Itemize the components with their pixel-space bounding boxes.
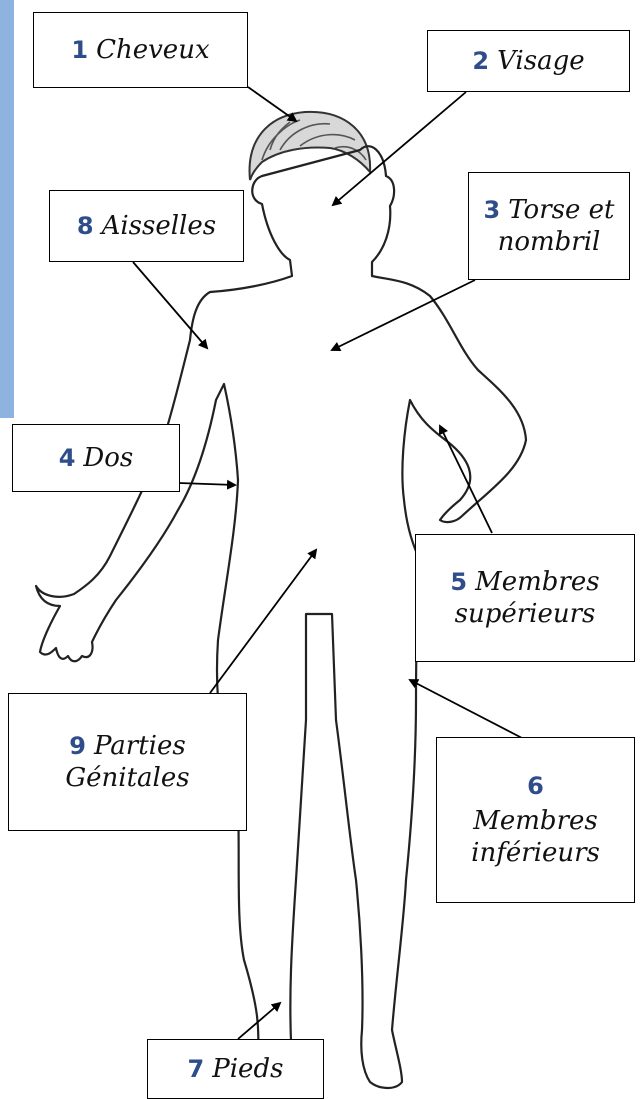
label-text-line2: inférieurs [471,837,600,870]
label-membres-superieurs: 5 Membres supérieurs [415,534,635,662]
label-number: 7 [188,1055,205,1083]
label-text: Membres [475,567,599,597]
label-text-line2: nombril [498,226,601,259]
label-number: 3 [484,196,501,224]
label-cheveux: 1 Cheveux [33,12,248,88]
label-parties-genitales: 9 Parties Génitales [8,693,247,831]
label-text-line2: Génitales [65,762,189,795]
label-text-line2: supérieurs [455,598,596,631]
label-number: 4 [59,444,76,472]
label-text: Dos [83,443,133,473]
label-text: Membres [473,805,597,838]
label-text: Cheveux [96,35,210,65]
label-number: 1 [71,36,88,64]
label-text: Parties [94,731,186,761]
label-number: 5 [450,568,467,596]
label-number: 8 [77,212,94,240]
label-text: Aisselles [102,211,217,241]
label-text: Pieds [212,1054,283,1084]
label-text: Torse et [508,195,614,225]
label-aisselles: 8 Aisselles [49,190,244,262]
label-visage: 2 Visage [427,30,630,92]
label-text: Visage [497,46,585,76]
label-membres-inferieurs: 6 Membres inférieurs [436,737,635,903]
label-number: 9 [69,732,86,760]
label-number: 2 [472,47,489,75]
hair-drawing [250,112,371,180]
label-number: 6 [527,772,544,800]
